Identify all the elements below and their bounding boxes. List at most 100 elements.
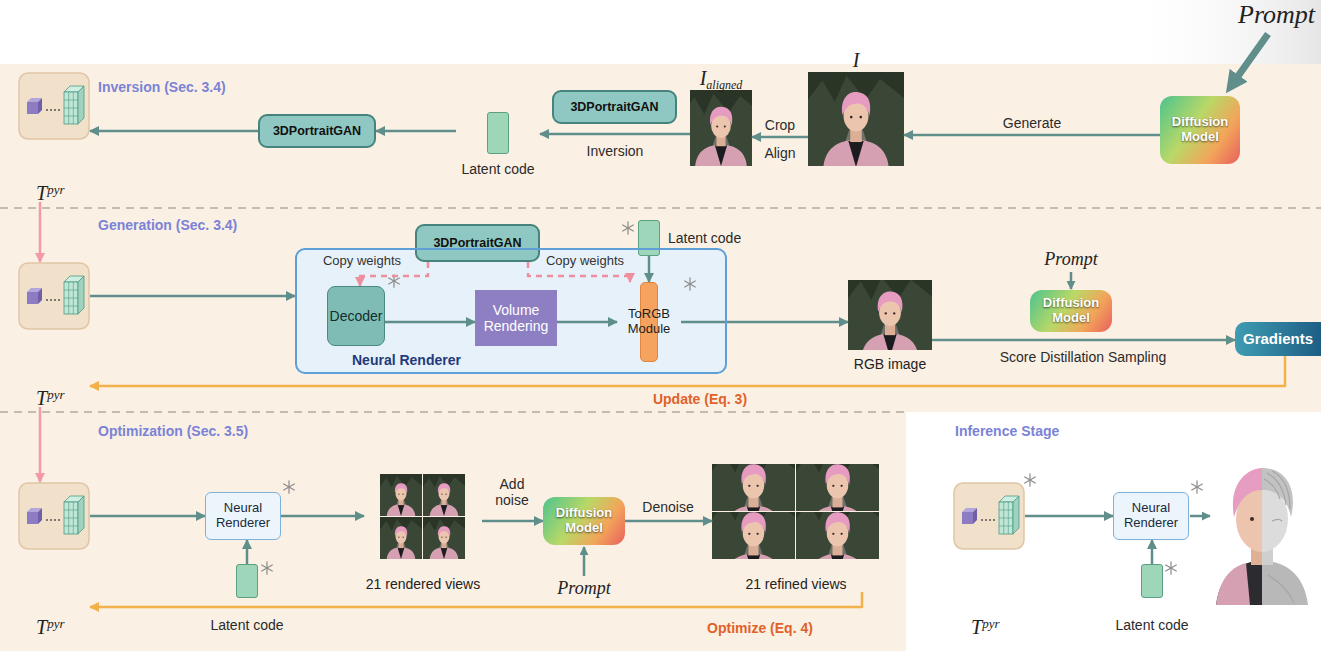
label-text: 21 rendered views — [366, 576, 480, 592]
torgb-module: ToRGB Module — [617, 282, 681, 362]
node-label: Latent code — [210, 616, 283, 634]
latent-code: Latent code — [635, 220, 755, 256]
connector — [90, 130, 258, 133]
connector — [246, 540, 249, 564]
node-label: Volume Rendering — [479, 302, 553, 334]
gan-box: 3DPortraitGAN — [552, 90, 677, 124]
node-label: Diffusion Model — [1164, 115, 1236, 145]
node-label: Diffusion Model — [547, 506, 621, 536]
frozen-icons — [284, 481, 295, 493]
latent-code: Latent code — [1110, 564, 1194, 634]
portrait-images — [808, 71, 904, 167]
node-label: 3DPortraitGAN — [273, 124, 361, 138]
edge-label: Crop — [765, 117, 795, 133]
connector — [1151, 540, 1154, 564]
panels — [0, 64, 1321, 412]
connector — [752, 136, 808, 139]
node-label: Diffusion Model — [1034, 296, 1108, 326]
triplane-pyramid: Tpyr — [18, 262, 90, 407]
node-label: Decoder — [330, 308, 383, 324]
connector — [90, 515, 205, 518]
edge-label: Copy weights — [323, 253, 401, 269]
volume-rendering-box: Volume Rendering — [475, 290, 557, 346]
portrait-images — [1216, 468, 1308, 605]
connector — [625, 520, 712, 523]
panels — [1120, 0, 1321, 64]
label-text: pyr — [47, 387, 64, 402]
node-label: Neural Renderer — [210, 501, 276, 531]
portrait-images — [380, 517, 422, 559]
triplane-art — [19, 483, 89, 549]
gan-box: 3DPortraitGAN — [258, 114, 376, 148]
triplane-pyramid: Tpyr — [953, 482, 1025, 634]
triplane-pyramid: Tpyr — [18, 72, 90, 202]
connector — [39, 407, 42, 482]
connector — [482, 520, 543, 523]
node-label: 21 rendered views — [366, 574, 480, 594]
latent-code: Latent code — [456, 112, 540, 178]
label-text: RGB image — [854, 356, 926, 372]
static-arrows — [1190, 515, 1210, 518]
connector — [648, 256, 651, 282]
diffusion-box: Diffusion Model — [543, 497, 625, 545]
image-panel: Ialigned — [690, 68, 752, 166]
section-title: Optimization (Sec. 3.5) — [98, 423, 248, 439]
label-text: pyr — [47, 616, 64, 631]
prompt-label: Prompt — [557, 578, 610, 599]
portrait-images — [683, 90, 759, 166]
frozen-icons — [623, 222, 634, 234]
section-title: Generation (Sec. 3.4) — [98, 217, 237, 233]
portrait-images — [712, 494, 795, 577]
node-label: RGB image — [854, 354, 926, 374]
edge-label: Add noise — [489, 476, 535, 508]
static-arrows — [584, 34, 1268, 576]
label-text: T — [36, 182, 47, 204]
latent-code-bar — [1141, 564, 1163, 598]
node-label: 21 refined views — [745, 574, 846, 594]
static-arrows — [1070, 272, 1073, 289]
connector — [932, 339, 1235, 342]
node-label: Latent code — [461, 160, 534, 178]
edge-label: Copy weights — [546, 253, 624, 269]
edge-label: Generate — [1003, 115, 1061, 131]
portrait-images — [423, 517, 465, 559]
connector — [39, 202, 42, 262]
label-text: T — [971, 616, 982, 638]
edge-label: Denoise — [642, 499, 693, 515]
frozen-icons — [262, 222, 1203, 574]
frozen-icons — [685, 278, 696, 290]
node-label: Tpyr — [18, 385, 64, 411]
node-label: Gradients — [1243, 330, 1313, 347]
node-label: Ialigned — [700, 68, 743, 95]
neural-renderer: Neural Renderer — [1113, 492, 1189, 540]
connector — [540, 133, 690, 136]
connector — [376, 130, 456, 133]
portrait-images — [380, 71, 1308, 605]
label-text: I — [700, 67, 707, 89]
triplane-art — [19, 73, 89, 139]
connector — [557, 321, 617, 324]
connector — [681, 321, 848, 324]
edge-label: Optimize (Eq. 4) — [707, 620, 813, 636]
node-label: ToRGB Module — [617, 307, 681, 337]
panels — [0, 412, 906, 651]
frozen-icons — [262, 562, 273, 574]
image-panel: RGB image — [848, 280, 932, 374]
label-text: aligned — [706, 78, 742, 92]
connector — [904, 134, 1160, 137]
neural-renderer: Neural Renderer — [205, 492, 281, 540]
diffusion-box: Diffusion Model — [1160, 96, 1240, 164]
node-label: Tpyr — [953, 614, 999, 640]
static-arrows — [583, 547, 586, 576]
arrow-note: Align — [764, 145, 795, 161]
prompt-label: Prompt — [1044, 249, 1097, 270]
latent-code-bar — [236, 564, 258, 598]
frozen-icons — [1192, 481, 1203, 493]
node-label: 3DPortraitGAN — [570, 100, 658, 114]
panels — [0, 207, 1321, 209]
panels — [295, 248, 727, 374]
gan-box: 3DPortraitGAN — [415, 224, 540, 262]
section-title: Inference Stage — [955, 423, 1059, 439]
image-panel: 21 rendered views — [364, 474, 482, 592]
